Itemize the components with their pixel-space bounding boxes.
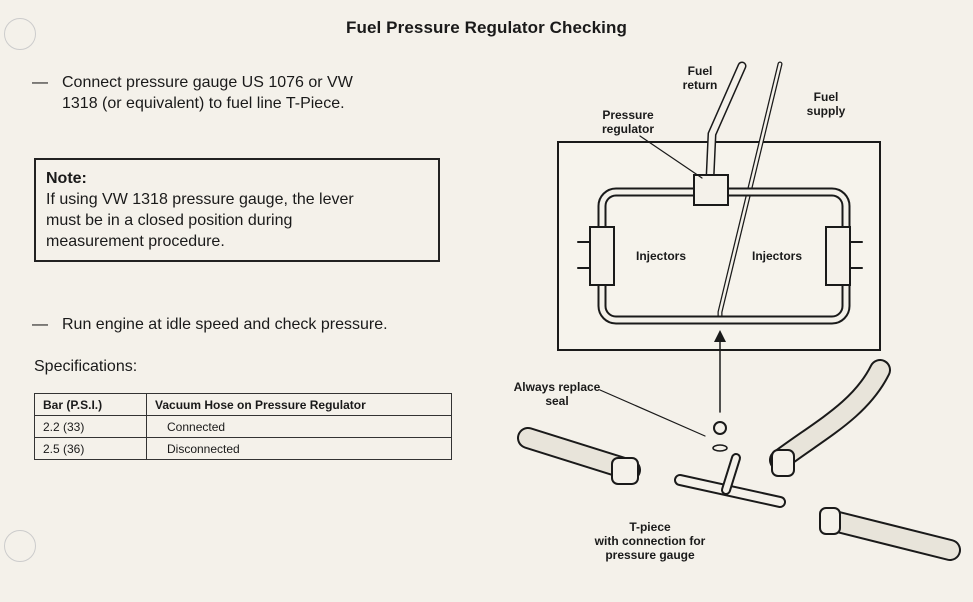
injector-right: [825, 226, 851, 286]
step-run-engine-text: Run engine at idle speed and check press…: [62, 316, 388, 333]
table-row: 2.5 (36) Disconnected: [34, 437, 452, 460]
pressure-regulator-block: [693, 174, 729, 206]
note-line3: measurement procedure.: [46, 233, 225, 250]
punch-hole-top: [4, 18, 36, 50]
table-row: 2.2 (33) Connected: [34, 415, 452, 438]
page-title: Fuel Pressure Regulator Checking: [346, 18, 627, 37]
hose-clamp-left: [611, 457, 639, 485]
step-run-engine: — Run engine at idle speed and check pres…: [32, 314, 472, 335]
injector-left: [589, 226, 615, 286]
step-dash: —: [32, 316, 48, 333]
label-injectors-right: Injectors: [751, 249, 802, 263]
table-cell-pressure: 2.5 (36): [34, 437, 147, 460]
seal-nut: [713, 421, 727, 435]
table-cell-hose-state: Disconnected: [146, 437, 452, 460]
step-connect-line2: 1318 (or equivalent) to fuel line T-Piec…: [62, 95, 345, 112]
specifications-label: Specifications:: [34, 358, 138, 375]
regulator-leader: [639, 135, 703, 179]
table-cell-hose-state: Connected: [146, 415, 452, 438]
column-header-vacuum-hose: Vacuum Hose on Pressure Regulator: [146, 393, 452, 416]
note-title: Note:: [46, 170, 87, 187]
step-dash: —: [32, 74, 48, 91]
seal-ring: [712, 444, 728, 452]
hose-clamp-lower: [819, 507, 841, 535]
specifications-table: Bar (P.S.I.) Vacuum Hose on Pressure Reg…: [34, 393, 452, 460]
label-injectors-left: Injectors: [635, 249, 686, 263]
diagram-drawing: [517, 61, 961, 561]
note-box: Note: If using VW 1318 pressure gauge, t…: [34, 158, 440, 262]
table-cell-pressure: 2.2 (33): [34, 415, 147, 438]
note-line1: If using VW 1318 pressure gauge, the lev…: [46, 191, 354, 208]
punch-hole-bottom: [4, 530, 36, 562]
step-connect-gauge: — Connect pressure gauge US 1076 or VW 13…: [32, 72, 492, 114]
fuel-return-hose-inner: [707, 63, 745, 181]
table-header-row: Bar (P.S.I.) Vacuum Hose on Pressure Reg…: [34, 393, 452, 416]
note-line2: must be in a closed position during: [46, 212, 293, 229]
hose-clamp-right: [771, 449, 795, 477]
step-connect-line1: Connect pressure gauge US 1076 or VW: [62, 74, 353, 91]
column-header-bar: Bar (P.S.I.): [34, 393, 147, 416]
seal-leader: [599, 389, 706, 437]
